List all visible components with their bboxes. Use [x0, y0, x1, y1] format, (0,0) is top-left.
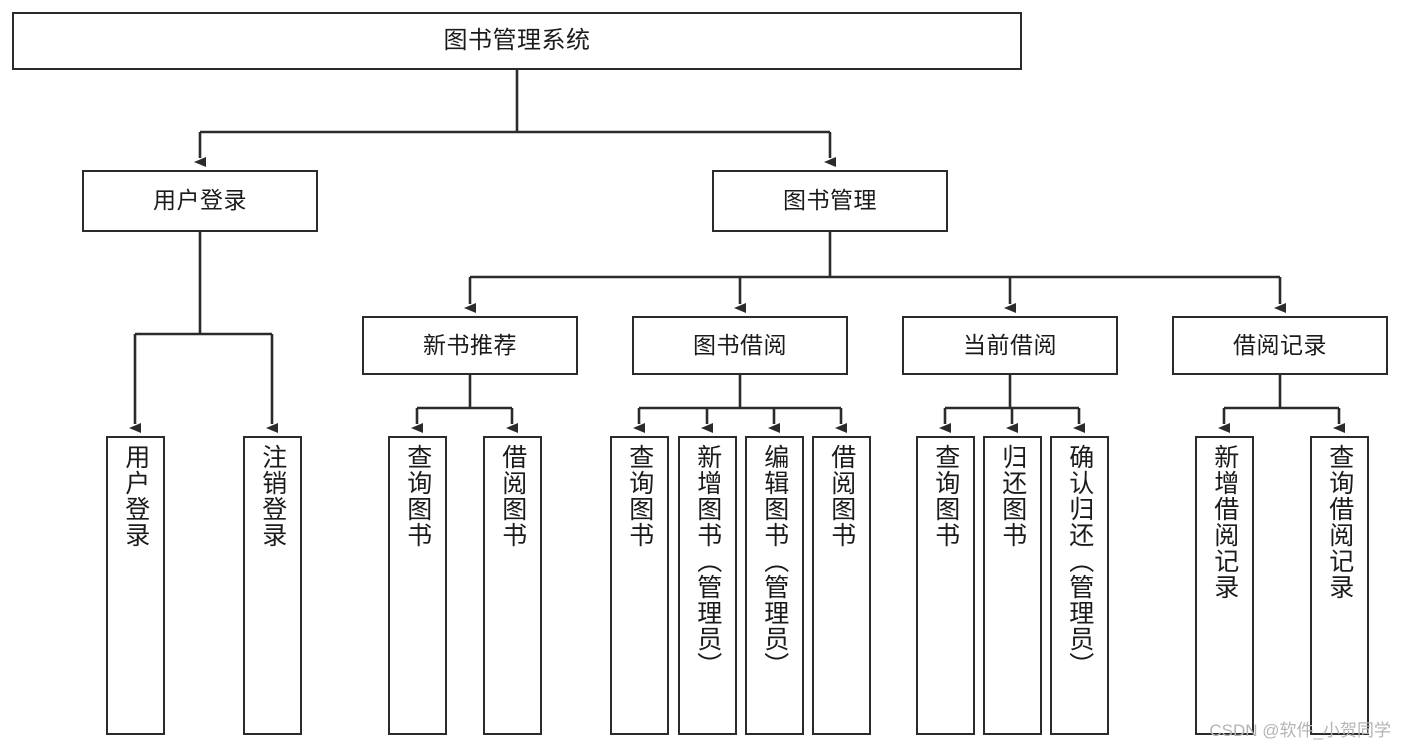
node-leaf-borrow-book-1-label: 借阅图书	[498, 444, 527, 548]
node-root[interactable]: 图书管理系统	[12, 12, 1022, 70]
node-user-login-label: 用户登录	[153, 187, 247, 214]
node-leaf-query-book-3-label: 查询图书	[931, 444, 960, 548]
node-current-borrow-label: 当前借阅	[963, 331, 1057, 358]
node-leaf-add-record-label: 新增借阅记录	[1210, 444, 1239, 600]
node-leaf-edit-book-label: 编辑图书（管理员）	[760, 444, 789, 678]
node-leaf-user-login-label: 用户登录	[121, 444, 150, 548]
node-borrow-record-label: 借阅记录	[1233, 331, 1327, 358]
watermark: CSDN @软件_小贺同学	[1209, 721, 1391, 740]
node-leaf-logout-login[interactable]: 注销登录	[243, 436, 302, 735]
node-leaf-query-book-2[interactable]: 查询图书	[610, 436, 669, 735]
node-leaf-borrow-book-1[interactable]: 借阅图书	[483, 436, 542, 735]
node-book-manage-label: 图书管理	[783, 187, 877, 214]
node-leaf-logout-login-label: 注销登录	[258, 444, 287, 548]
node-leaf-query-book-2-label: 查询图书	[625, 444, 654, 548]
node-book-manage[interactable]: 图书管理	[712, 170, 948, 232]
node-leaf-add-book-label: 新增图书（管理员）	[693, 444, 722, 678]
node-borrow-record[interactable]: 借阅记录	[1172, 316, 1388, 375]
node-new-book-recommend[interactable]: 新书推荐	[362, 316, 578, 375]
node-leaf-query-record-label: 查询借阅记录	[1325, 444, 1354, 600]
node-leaf-query-book-3[interactable]: 查询图书	[916, 436, 975, 735]
node-current-borrow[interactable]: 当前借阅	[902, 316, 1118, 375]
node-new-book-recommend-label: 新书推荐	[423, 331, 517, 358]
node-leaf-return-book-label: 归还图书	[998, 444, 1027, 548]
node-leaf-borrow-book-2[interactable]: 借阅图书	[812, 436, 871, 735]
node-leaf-query-record[interactable]: 查询借阅记录	[1310, 436, 1369, 735]
node-leaf-return-book[interactable]: 归还图书	[983, 436, 1042, 735]
node-book-borrow-label: 图书借阅	[693, 331, 787, 358]
node-leaf-add-book[interactable]: 新增图书（管理员）	[678, 436, 737, 735]
node-user-login[interactable]: 用户登录	[82, 170, 318, 232]
node-leaf-borrow-book-2-label: 借阅图书	[827, 444, 856, 548]
node-leaf-add-record[interactable]: 新增借阅记录	[1195, 436, 1254, 735]
node-leaf-query-book-1[interactable]: 查询图书	[388, 436, 447, 735]
node-leaf-confirm-return-label: 确认归还（管理员）	[1065, 444, 1094, 678]
node-leaf-edit-book[interactable]: 编辑图书（管理员）	[745, 436, 804, 735]
node-leaf-confirm-return[interactable]: 确认归还（管理员）	[1050, 436, 1109, 735]
node-leaf-user-login[interactable]: 用户登录	[106, 436, 165, 735]
node-leaf-query-book-1-label: 查询图书	[403, 444, 432, 548]
node-root-label: 图书管理系统	[443, 26, 591, 54]
node-book-borrow[interactable]: 图书借阅	[632, 316, 848, 375]
